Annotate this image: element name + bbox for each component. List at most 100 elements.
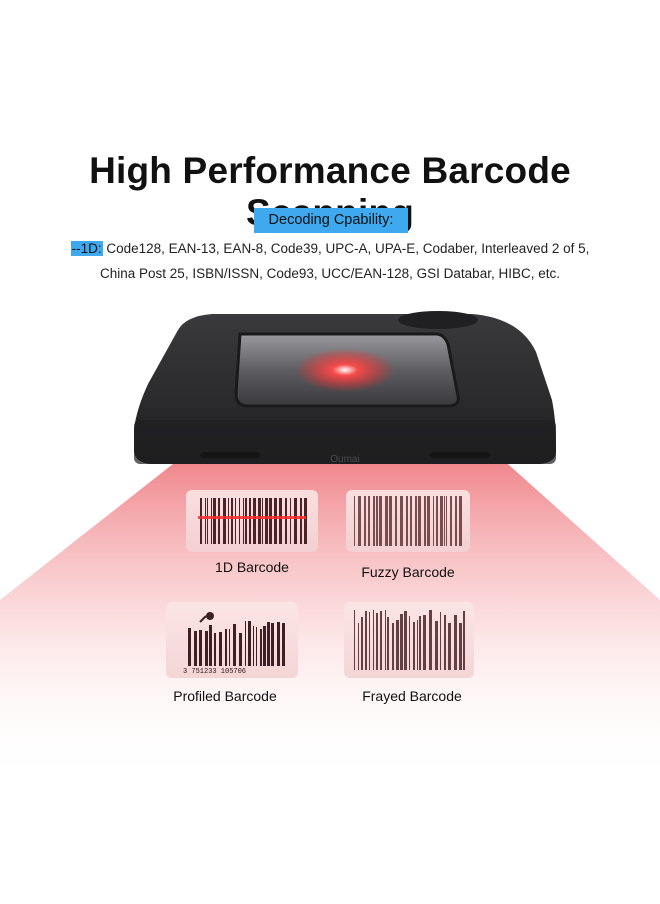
barcode-bar bbox=[229, 629, 230, 666]
barcode-bar bbox=[418, 496, 421, 546]
barcode-bar bbox=[207, 498, 208, 544]
barcode-bar bbox=[245, 621, 246, 666]
barcode-bar bbox=[290, 498, 291, 544]
barcode-bar bbox=[423, 615, 426, 670]
barcode-bar bbox=[225, 629, 227, 666]
barcode-bar bbox=[387, 617, 389, 670]
barcode-bar bbox=[239, 498, 240, 544]
barcode-bar bbox=[364, 496, 366, 546]
card-profiled bbox=[166, 602, 298, 678]
barcode-bar bbox=[188, 628, 191, 666]
barcode-bar bbox=[440, 612, 441, 670]
barcode-bar bbox=[249, 498, 251, 544]
card-1d bbox=[186, 490, 318, 552]
barcode-bar bbox=[231, 498, 233, 544]
barcode-bar bbox=[248, 621, 251, 666]
barcode-bar bbox=[395, 496, 397, 546]
barcode-bar bbox=[448, 623, 451, 670]
symbology-text-1: Code128, EAN-13, EAN-8, Code39, UPC-A, U… bbox=[102, 241, 590, 256]
laser-glow bbox=[295, 348, 395, 392]
barcode-bar bbox=[415, 496, 417, 546]
barcode-bar bbox=[392, 623, 394, 670]
barcode-bar bbox=[274, 498, 277, 544]
barcode-bar bbox=[239, 633, 242, 666]
barcode-bar bbox=[269, 498, 272, 544]
barcode-bar bbox=[228, 498, 229, 544]
barcode-bar bbox=[396, 620, 399, 670]
card-fuzzy bbox=[346, 490, 470, 552]
barcode-bar bbox=[199, 630, 202, 666]
barcode-bar bbox=[433, 496, 434, 546]
barcode-bar bbox=[454, 615, 457, 670]
laser-beam bbox=[0, 372, 660, 780]
barcode-bar bbox=[446, 496, 447, 546]
label-profiled-barcode: Profiled Barcode bbox=[173, 688, 277, 704]
barcode-bar bbox=[459, 623, 462, 670]
barcode-bar bbox=[282, 623, 285, 666]
symbology-line-2: China Post 25, ISBN/ISSN, Code93, UCC/EA… bbox=[100, 266, 560, 281]
barcode-bar bbox=[380, 611, 382, 670]
barcode-bar bbox=[271, 623, 274, 666]
barcode-bar bbox=[373, 610, 374, 670]
barcode-bar bbox=[444, 615, 446, 670]
barcode-bar bbox=[258, 498, 261, 544]
barcode-bar bbox=[209, 625, 212, 666]
barcode-bar bbox=[253, 626, 254, 666]
barcode-bar bbox=[365, 611, 367, 670]
barcode-bar bbox=[376, 496, 378, 546]
barcode-bar bbox=[279, 498, 282, 544]
barcode-bar bbox=[361, 617, 363, 670]
barcode-bar bbox=[214, 633, 216, 666]
barcode-bar bbox=[218, 498, 220, 544]
barcode-bar bbox=[440, 496, 443, 546]
barcode-bar bbox=[409, 616, 410, 670]
device-brand-text: Oumai bbox=[330, 454, 359, 465]
barcode-bar bbox=[389, 496, 392, 546]
label-fuzzy-barcode: Fuzzy Barcode bbox=[361, 564, 455, 580]
barcode-bar bbox=[444, 496, 445, 546]
barcode-bar bbox=[211, 498, 212, 544]
barcode-bar bbox=[427, 496, 430, 546]
label-frayed-barcode: Frayed Barcode bbox=[362, 688, 462, 704]
barcode-bar bbox=[205, 631, 208, 666]
barcode-bar bbox=[194, 631, 197, 666]
barcode-bar bbox=[404, 611, 407, 670]
barcode-bar bbox=[219, 632, 222, 666]
barcode-bar bbox=[463, 611, 465, 670]
barcode-bar bbox=[235, 498, 236, 544]
barcode-bar bbox=[455, 496, 457, 546]
barcode-bar bbox=[410, 496, 412, 546]
barcode-bar bbox=[304, 498, 307, 544]
barcode-bar bbox=[419, 616, 421, 670]
barcode-bar bbox=[376, 613, 378, 670]
barcode-bar bbox=[285, 498, 287, 544]
barcode-bar bbox=[358, 496, 361, 546]
barcode-bar bbox=[294, 498, 297, 544]
barcode-bar bbox=[429, 610, 432, 670]
barcode-bar bbox=[200, 498, 202, 544]
barcode-bar bbox=[245, 498, 247, 544]
profiled-barcode-digits: 3 751233 105706 bbox=[183, 668, 246, 676]
barcode-bar bbox=[233, 624, 236, 666]
barcode-bar bbox=[417, 620, 418, 670]
card-frayed bbox=[344, 602, 474, 678]
symbology-line-1: --1D: Code128, EAN-13, EAN-8, Code39, UP… bbox=[0, 236, 660, 261]
barcode-bar bbox=[459, 496, 462, 546]
barcode-bar bbox=[277, 622, 280, 666]
barcode-bar bbox=[253, 498, 256, 544]
barcode-bar bbox=[265, 498, 268, 544]
barcode-bar bbox=[450, 496, 452, 546]
barcode-bar bbox=[263, 626, 266, 666]
label-1d-barcode: 1D Barcode bbox=[215, 559, 289, 575]
barcode-bar bbox=[205, 498, 206, 544]
one-d-tag: --1D: bbox=[70, 241, 103, 256]
barcode-bar bbox=[379, 496, 382, 546]
barcode-bar bbox=[400, 614, 403, 670]
barcode-bar bbox=[435, 621, 438, 670]
barcode-bar bbox=[243, 498, 244, 544]
barcode-bar bbox=[373, 496, 375, 546]
barcode-bar bbox=[262, 498, 263, 544]
barcode-bar bbox=[436, 496, 438, 546]
